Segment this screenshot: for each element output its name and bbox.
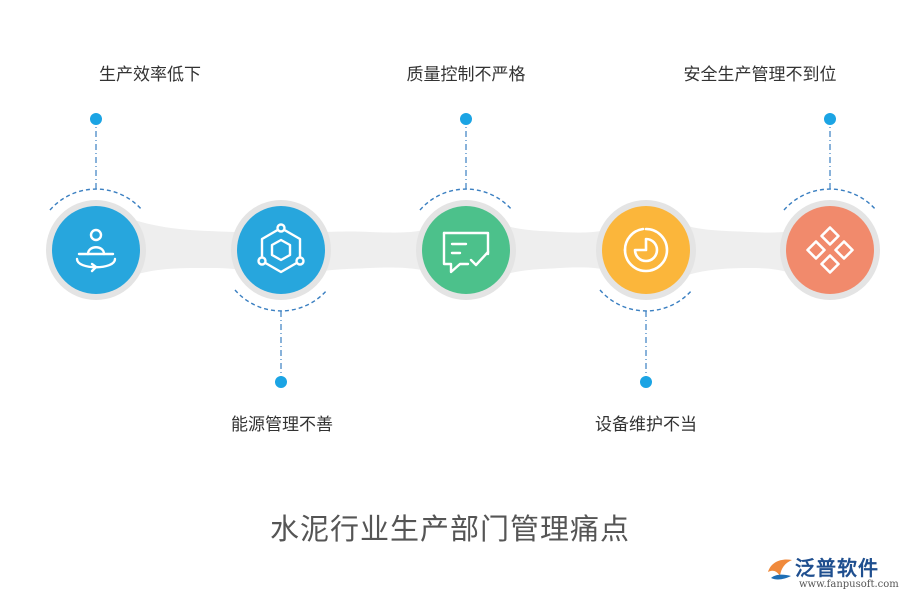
diamond-grid-icon xyxy=(806,226,854,274)
leader-dot xyxy=(460,113,472,125)
dashed-arc xyxy=(419,188,513,211)
leader-dot xyxy=(90,113,102,125)
brand-logo-mark-icon xyxy=(768,559,792,580)
diagram-title: 水泥行业生产部门管理痛点 xyxy=(269,512,631,546)
leader-dot xyxy=(640,376,652,388)
network-hexagon-icon xyxy=(257,223,305,274)
node-label: 设备维护不当 xyxy=(595,415,697,435)
dashed-arc xyxy=(783,188,877,211)
node-circle xyxy=(786,206,874,294)
node-label: 能源管理不善 xyxy=(231,415,333,435)
dashed-arc xyxy=(599,289,693,312)
gauge-pie-icon xyxy=(623,227,669,273)
node-label: 质量控制不严格 xyxy=(406,65,526,85)
dashed-arc xyxy=(234,289,328,312)
leader-dot xyxy=(824,113,836,125)
message-check-icon xyxy=(442,231,490,274)
person-rotate-icon xyxy=(75,228,117,273)
node-label: 安全生产管理不到位 xyxy=(683,65,837,85)
node-circle xyxy=(422,206,510,294)
brand-name: 泛普软件 xyxy=(795,556,879,580)
node-circle xyxy=(237,206,325,294)
node-circle xyxy=(52,206,140,294)
brand-logo: 泛普软件 www.fanpusoft.com xyxy=(765,548,899,598)
node-label: 生产效率低下 xyxy=(99,65,201,85)
brand-url: www.fanpusoft.com xyxy=(799,579,899,590)
leader-dot xyxy=(275,376,287,388)
dashed-arc xyxy=(49,188,143,211)
